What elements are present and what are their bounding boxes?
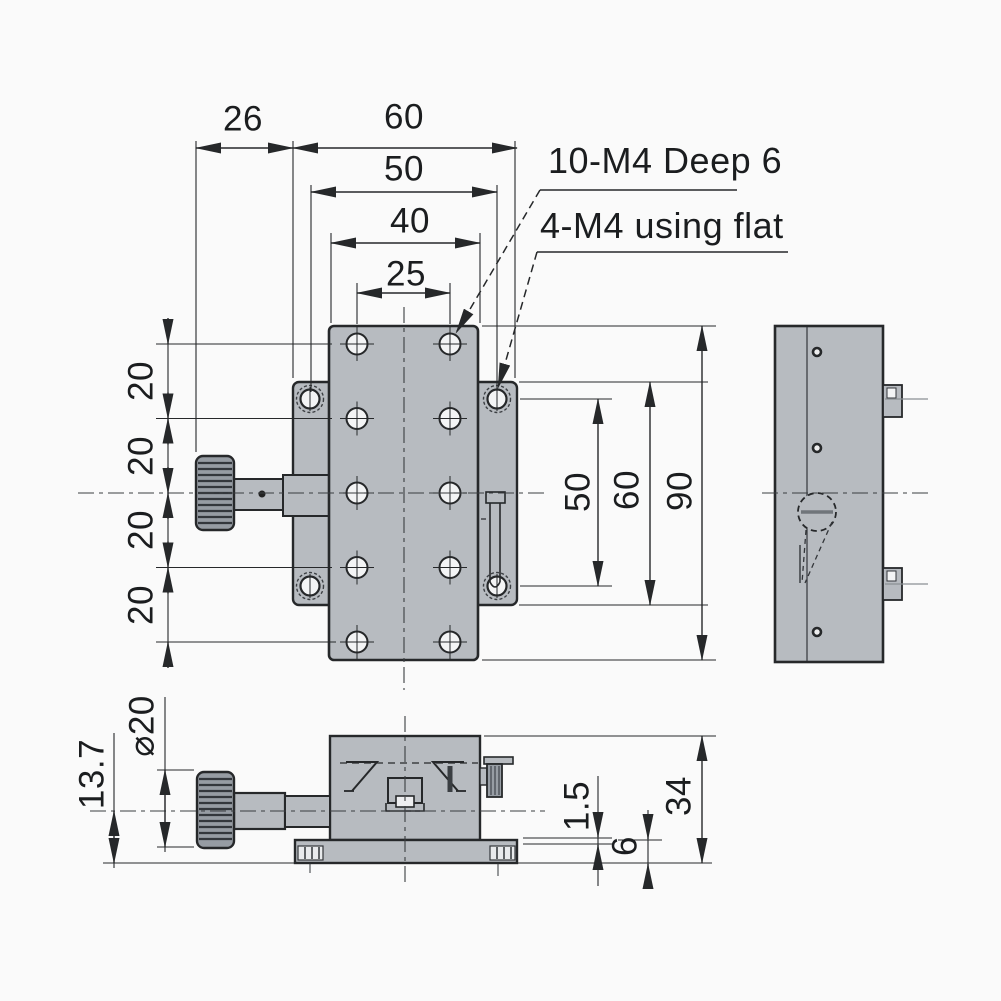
dim-left-20-2: 20 [121, 436, 161, 476]
shaft-setscrew-dot [258, 490, 266, 498]
dim-left-20-4: 20 [121, 585, 161, 625]
dim-knob-center-height: 13.7 [72, 738, 112, 810]
tapped-holes [340, 327, 467, 659]
side-view [773, 324, 928, 664]
dim-top-40: 40 [390, 201, 430, 241]
callout-tapped-holes: 10-M4 Deep 6 [548, 140, 783, 181]
dim-clearance-1-5: 1.5 [557, 780, 597, 832]
callout-leaders [455, 189, 788, 389]
dim-left-20-1: 20 [121, 361, 161, 401]
callout-corner-holes: 4-M4 using flat [540, 205, 784, 246]
dimension-lines [108, 142, 708, 889]
bottom-view [195, 734, 519, 876]
dim-overall-height-34: 34 [659, 776, 699, 816]
dim-knob-diameter: ⌀20 [122, 695, 162, 757]
dim-top-50: 50 [384, 149, 424, 189]
dim-top-25: 25 [386, 254, 426, 294]
dim-left-20-3: 20 [121, 510, 161, 550]
bottom-knob [195, 770, 331, 850]
dim-base-thickness-6: 6 [605, 836, 645, 856]
dim-right-90: 90 [660, 471, 700, 511]
front-clamp-slot [481, 491, 506, 588]
dim-top-60: 60 [384, 97, 424, 137]
dim-top-26: 26 [223, 99, 263, 139]
clamp-lever [479, 756, 514, 798]
dim-right-50: 50 [558, 472, 598, 512]
dim-right-60: 60 [607, 470, 647, 510]
base-slots [297, 845, 516, 876]
